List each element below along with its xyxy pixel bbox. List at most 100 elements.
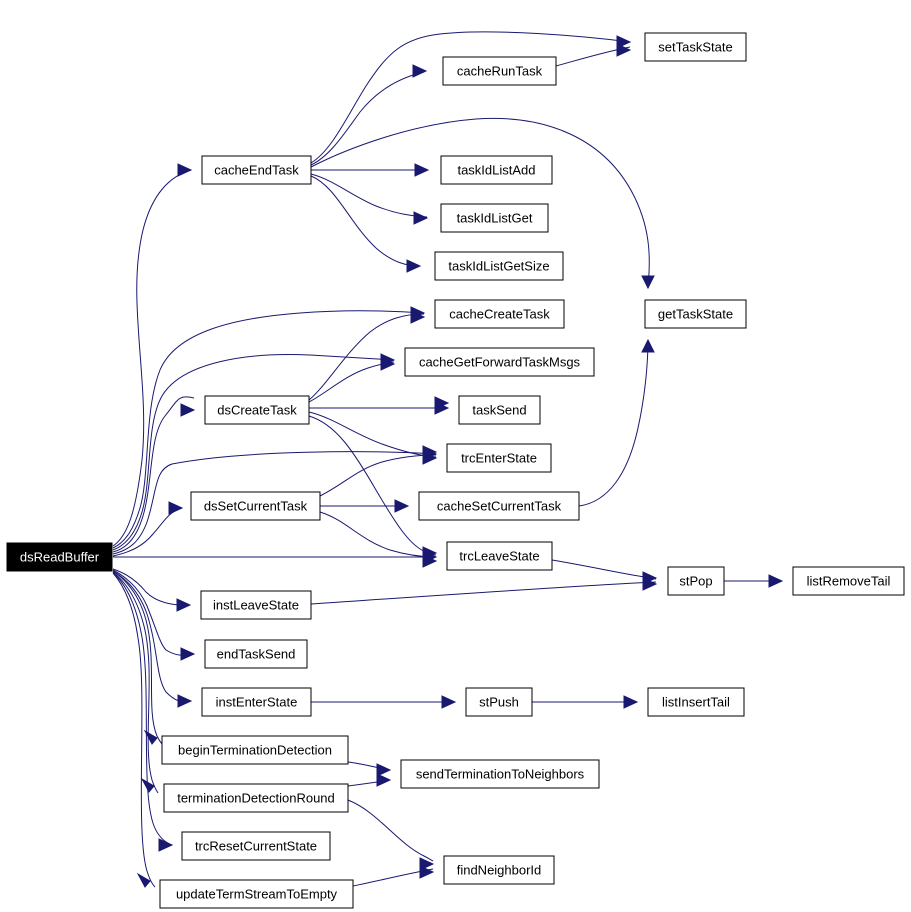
node-taskIdListGet[interactable]: taskIdListGet <box>440 203 549 233</box>
edge-dsReadBuffer-to-instEnterState <box>112 570 192 702</box>
node-box-taskIdListGet[interactable] <box>440 203 549 233</box>
node-box-taskIdListGetSize[interactable] <box>434 251 564 281</box>
node-label-beginTerminationDetection: beginTerminationDetection <box>178 742 332 757</box>
node-endTaskSend[interactable]: endTaskSend <box>204 639 308 669</box>
node-box-findNeighborId[interactable] <box>443 855 555 885</box>
node-dsSetCurrentTask[interactable]: dsSetCurrentTask <box>190 491 321 521</box>
node-label-stPush: stPush <box>479 694 519 709</box>
node-box-taskIdListAdd[interactable] <box>440 155 553 185</box>
edge-dsReadBuffer-to-cacheCreateTask <box>112 310 425 549</box>
node-box-cacheEndTask[interactable] <box>201 155 312 185</box>
node-box-instEnterState[interactable] <box>201 687 312 717</box>
arrow-dsSetCurrentTask <box>168 501 184 515</box>
node-taskSend[interactable]: taskSend <box>458 395 541 425</box>
node-stPop[interactable]: stPop <box>667 566 725 596</box>
node-updateTermStreamToEmpty[interactable]: updateTermStreamToEmpty <box>159 879 354 909</box>
node-stPush[interactable]: stPush <box>465 687 533 717</box>
node-instEnterState[interactable]: instEnterState <box>201 687 312 717</box>
arrow-terminationDetectionRound <box>140 777 155 793</box>
node-box-terminationDetectionRound[interactable] <box>163 783 349 813</box>
node-cacheSetCurrentTask[interactable]: cacheSetCurrentTask <box>418 491 580 521</box>
node-label-cacheSetCurrentTask: cacheSetCurrentTask <box>437 498 562 513</box>
node-dsReadBuffer[interactable]: dsReadBuffer <box>6 542 113 572</box>
node-box-trcEnterState[interactable] <box>446 443 552 473</box>
node-box-getTaskState[interactable] <box>644 299 747 329</box>
node-label-instEnterState: instEnterState <box>216 694 298 709</box>
node-box-taskSend[interactable] <box>458 395 541 425</box>
node-findNeighborId[interactable]: findNeighborId <box>443 855 555 885</box>
node-dsCreateTask[interactable]: dsCreateTask <box>204 395 310 425</box>
node-terminationDetectionRound[interactable]: terminationDetectionRound <box>163 783 349 813</box>
arrowheads-layer <box>136 35 784 888</box>
edge-dsReadBuffer-to-instLeaveState <box>112 568 191 606</box>
node-beginTerminationDetection[interactable]: beginTerminationDetection <box>161 735 349 765</box>
node-box-cacheRunTask[interactable] <box>442 56 557 86</box>
arrow-taskIdListAdd <box>414 163 430 177</box>
node-box-dsCreateTask[interactable] <box>204 395 310 425</box>
node-label-trcEnterState: trcEnterState <box>461 450 537 465</box>
arrow-trcResetCurrentState <box>158 838 174 852</box>
arrow-taskIdListGetSize <box>406 259 422 273</box>
node-label-updateTermStreamToEmpty: updateTermStreamToEmpty <box>176 886 338 901</box>
edge-dsReadBuffer-to-trcEnterState <box>112 451 437 555</box>
node-label-cacheCreateTask: cacheCreateTask <box>449 306 550 321</box>
node-trcEnterState[interactable]: trcEnterState <box>446 443 552 473</box>
arrow-updateTermStreamToEmpty <box>136 872 151 888</box>
node-box-trcResetCurrentState[interactable] <box>181 831 331 861</box>
edge-dsReadBuffer-to-dsCreateTask <box>112 396 195 553</box>
arrow-beginTerminationDetection <box>143 729 158 745</box>
arrow-instLeaveState <box>176 598 192 612</box>
node-box-cacheCreateTask[interactable] <box>434 299 565 329</box>
edge-cacheEndTask-to-cacheRunTask <box>310 71 425 166</box>
node-label-dsReadBuffer: dsReadBuffer <box>20 549 100 564</box>
node-sendTerminationToNeighbors[interactable]: sendTerminationToNeighbors <box>400 759 600 789</box>
node-instLeaveState[interactable]: instLeaveState <box>200 590 312 620</box>
arrow-stPush <box>441 695 457 709</box>
node-box-dsSetCurrentTask[interactable] <box>190 491 321 521</box>
arrow-cacheRunTask <box>412 64 428 78</box>
arrow-stPop-from-instLeaveState <box>642 571 658 585</box>
node-box-stPop[interactable] <box>667 566 725 596</box>
node-box-dsReadBuffer[interactable] <box>6 542 113 572</box>
node-cacheCreateTask[interactable]: cacheCreateTask <box>434 299 565 329</box>
arrow-trcEnterState-from-dsSetCurrentTask <box>422 445 438 459</box>
node-cacheRunTask[interactable]: cacheRunTask <box>442 56 557 86</box>
node-label-taskIdListGetSize: taskIdListGetSize <box>448 258 549 273</box>
node-cacheGetForwardTaskMsgs[interactable]: cacheGetForwardTaskMsgs <box>404 347 595 377</box>
node-getTaskState[interactable]: getTaskState <box>644 299 747 329</box>
node-box-listRemoveTail[interactable] <box>792 566 905 596</box>
node-setTaskState[interactable]: setTaskState <box>644 32 747 62</box>
edge-dsReadBuffer-to-cacheGetForwardTaskMsgs <box>112 354 395 551</box>
node-label-listInsertTail: listInsertTail <box>662 694 730 709</box>
arrow-taskSend-upper <box>434 396 450 410</box>
node-listRemoveTail[interactable]: listRemoveTail <box>792 566 905 596</box>
node-box-sendTerminationToNeighbors[interactable] <box>400 759 600 789</box>
edge-dsReadBuffer-to-endTaskSend <box>112 569 195 656</box>
node-box-updateTermStreamToEmpty[interactable] <box>159 879 354 909</box>
node-box-trcLeaveState[interactable] <box>446 541 553 571</box>
node-label-trcLeaveState: trcLeaveState <box>459 548 539 563</box>
node-taskIdListAdd[interactable]: taskIdListAdd <box>440 155 553 185</box>
node-box-beginTerminationDetection[interactable] <box>161 735 349 765</box>
edge-dsReadBuffer-to-beginTerminationDetection <box>112 570 164 746</box>
node-box-cacheGetForwardTaskMsgs[interactable] <box>404 347 595 377</box>
node-box-setTaskState[interactable] <box>644 32 747 62</box>
edge-cacheSetCurrentTask-to-getTaskState <box>578 339 649 507</box>
edge-cacheEndTask-to-setTaskState <box>310 31 631 164</box>
edge-trcLeaveState-to-stPop <box>551 559 657 580</box>
node-cacheEndTask[interactable]: cacheEndTask <box>201 155 312 185</box>
edge-cacheEndTask-to-taskIdListGetSize <box>310 175 421 267</box>
node-box-stPush[interactable] <box>465 687 533 717</box>
node-box-listInsertTail[interactable] <box>647 687 745 717</box>
node-box-endTaskSend[interactable] <box>204 639 308 669</box>
node-trcLeaveState[interactable]: trcLeaveState <box>446 541 553 571</box>
node-taskIdListGetSize[interactable]: taskIdListGetSize <box>434 251 564 281</box>
node-label-dsSetCurrentTask: dsSetCurrentTask <box>204 498 308 513</box>
node-box-instLeaveState[interactable] <box>200 590 312 620</box>
node-listInsertTail[interactable]: listInsertTail <box>647 687 745 717</box>
node-label-taskIdListAdd: taskIdListAdd <box>457 162 535 177</box>
node-trcResetCurrentState[interactable]: trcResetCurrentState <box>181 831 331 861</box>
node-box-cacheSetCurrentTask[interactable] <box>418 491 580 521</box>
